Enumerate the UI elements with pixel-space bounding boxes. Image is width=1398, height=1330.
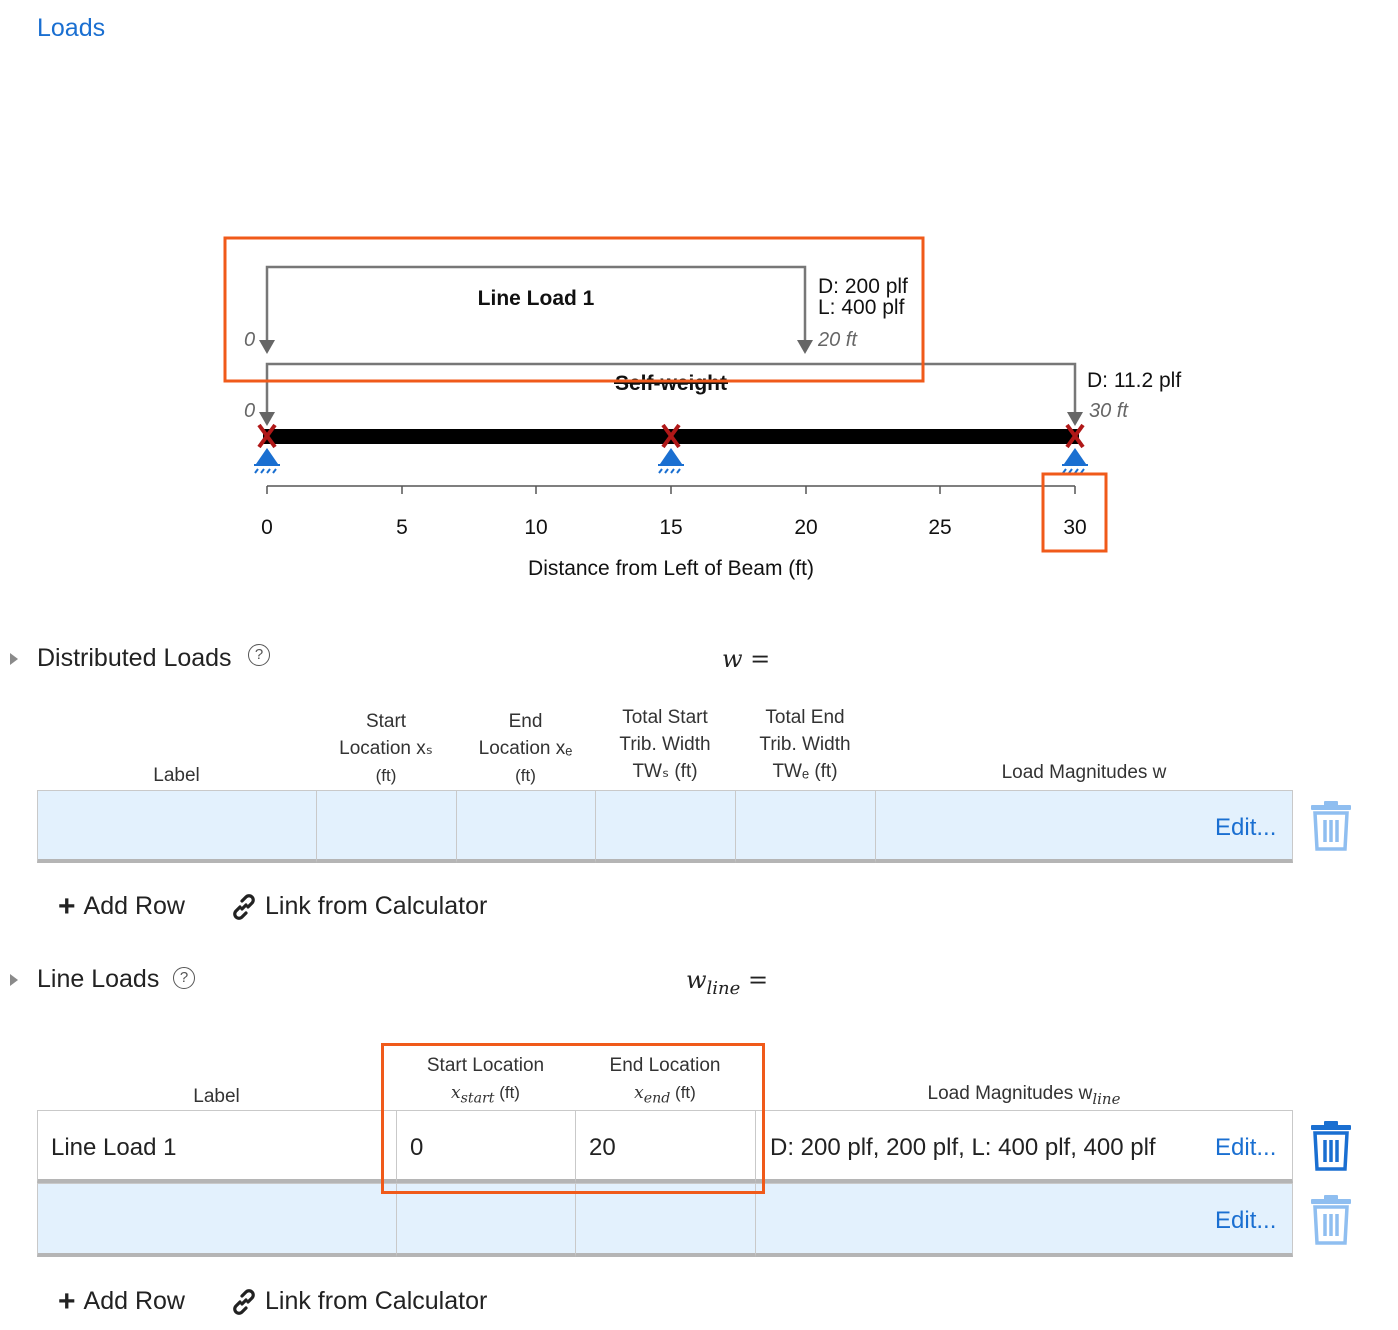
line-start-value: 0 <box>410 1134 424 1161</box>
trash-icon[interactable] <box>1310 1195 1352 1245</box>
distributed-header-tw-end: Total End Trib. Width TWₑ (ft) <box>759 707 851 782</box>
distributed-edit-link[interactable]: Edit... <box>1215 814 1277 841</box>
highlight-axis-30 <box>1041 472 1108 553</box>
help-icon[interactable]: ? <box>173 967 195 989</box>
beam-diagram: Line Load 1 D: 200 plf L: 400 plf 0 20 f… <box>223 236 1181 580</box>
line-end-value: 20 <box>589 1134 616 1161</box>
line-label-cell[interactable] <box>37 1183 397 1257</box>
line-magnitudes-cell[interactable] <box>755 1183 1293 1257</box>
x-tick-label: 30 <box>1063 516 1086 539</box>
x-tick-label: 25 <box>928 516 951 539</box>
x-tick-label: 10 <box>524 516 547 539</box>
line-magnitudes-value: D: 200 plf, 200 plf, L: 400 plf, 400 plf <box>770 1134 1156 1161</box>
self-weight-start-arrow <box>259 412 275 426</box>
line-edit-link[interactable]: Edit... <box>1215 1134 1277 1161</box>
line-link-calculator-button[interactable]: Link from Calculator <box>231 1287 487 1316</box>
link-icon <box>233 893 255 920</box>
line-header-label: Label <box>193 1086 240 1107</box>
distributed-tw-end-cell[interactable] <box>735 790 876 863</box>
support-right <box>1062 423 1088 474</box>
line-load-end-arrow <box>797 340 813 354</box>
line-start-cell[interactable] <box>396 1183 576 1257</box>
line-header-magnitudes: Load Magnitudes wline <box>927 1083 1121 1108</box>
distributed-start-cell[interactable] <box>316 790 457 863</box>
distributed-add-row-button[interactable]: + Add Row <box>58 889 185 923</box>
x-tick-label: 5 <box>396 516 408 539</box>
x-tick-label: 15 <box>659 516 682 539</box>
line-load-name: Line Load 1 <box>478 287 595 310</box>
line-load-bracket <box>265 265 807 342</box>
x-tick-label: 0 <box>261 516 273 539</box>
help-icon[interactable]: ? <box>248 644 270 666</box>
loads-title[interactable]: Loads <box>37 14 106 42</box>
line-label-cell[interactable] <box>37 1110 397 1183</box>
self-weight-end-arrow <box>1067 412 1083 426</box>
trash-icon[interactable] <box>1310 1121 1352 1171</box>
plus-icon: + <box>58 1284 76 1318</box>
distributed-header-end: End Location xₑ (ft) <box>478 711 573 785</box>
self-weight-start-label: 0 <box>244 400 255 422</box>
distributed-label-cell[interactable] <box>37 790 317 863</box>
highlight-location-columns <box>381 1043 765 1194</box>
support-left <box>254 423 280 474</box>
distributed-formula: w = <box>722 645 771 673</box>
self-weight-bracket <box>265 362 1077 414</box>
line-loads-title[interactable]: Line Loads <box>37 965 160 993</box>
line-magnitudes-cell[interactable] <box>755 1110 1293 1183</box>
trash-icon[interactable] <box>1310 801 1352 851</box>
distributed-tw-start-cell[interactable] <box>595 790 736 863</box>
line-load-l-label: L: 400 plf <box>818 296 905 319</box>
self-weight-end-label: 30 ft <box>1089 400 1129 422</box>
distributed-expand-caret[interactable] <box>10 653 18 665</box>
line-formula: wline = <box>686 966 769 999</box>
distributed-header-magnitudes: Load Magnitudes w <box>1001 762 1167 783</box>
line-add-row-button[interactable]: + Add Row <box>58 1284 185 1318</box>
line-load-end-label: 20 ft <box>817 329 858 351</box>
line-start-cell[interactable] <box>396 1110 576 1183</box>
x-tick-label: 20 <box>794 516 817 539</box>
line-load-d-label: D: 200 plf <box>818 275 908 298</box>
line-header-start: Start Location xstart (ft) <box>426 1055 545 1107</box>
x-axis-ticks <box>266 486 1076 494</box>
line-edit-link[interactable]: Edit... <box>1215 1207 1277 1234</box>
line-expand-caret[interactable] <box>10 974 18 986</box>
distributed-header-label: Label <box>153 765 200 786</box>
support-middle <box>658 423 684 474</box>
distributed-end-cell[interactable] <box>456 790 596 863</box>
line-end-cell[interactable] <box>575 1183 756 1257</box>
line-end-cell[interactable] <box>575 1110 756 1183</box>
line-load-start-arrow <box>259 340 275 354</box>
distributed-loads-title[interactable]: Distributed Loads <box>37 644 232 672</box>
distributed-link-calculator-button[interactable]: Link from Calculator <box>231 892 487 921</box>
self-weight-d-label: D: 11.2 plf <box>1087 369 1181 392</box>
x-axis-label: Distance from Left of Beam (ft) <box>528 557 814 580</box>
line-header-end: End Location xend (ft) <box>609 1055 721 1107</box>
distributed-header-start: Start Location xₛ (ft) <box>339 711 433 785</box>
line-label-value: Line Load 1 <box>51 1134 177 1161</box>
distributed-header-tw-start: Total Start Trib. Width TWₛ (ft) <box>619 707 711 782</box>
distributed-magnitudes-cell[interactable] <box>875 790 1293 863</box>
link-icon <box>233 1288 255 1315</box>
highlight-line-load <box>223 236 925 383</box>
plus-icon: + <box>58 889 76 923</box>
line-load-start-label: 0 <box>244 329 255 351</box>
